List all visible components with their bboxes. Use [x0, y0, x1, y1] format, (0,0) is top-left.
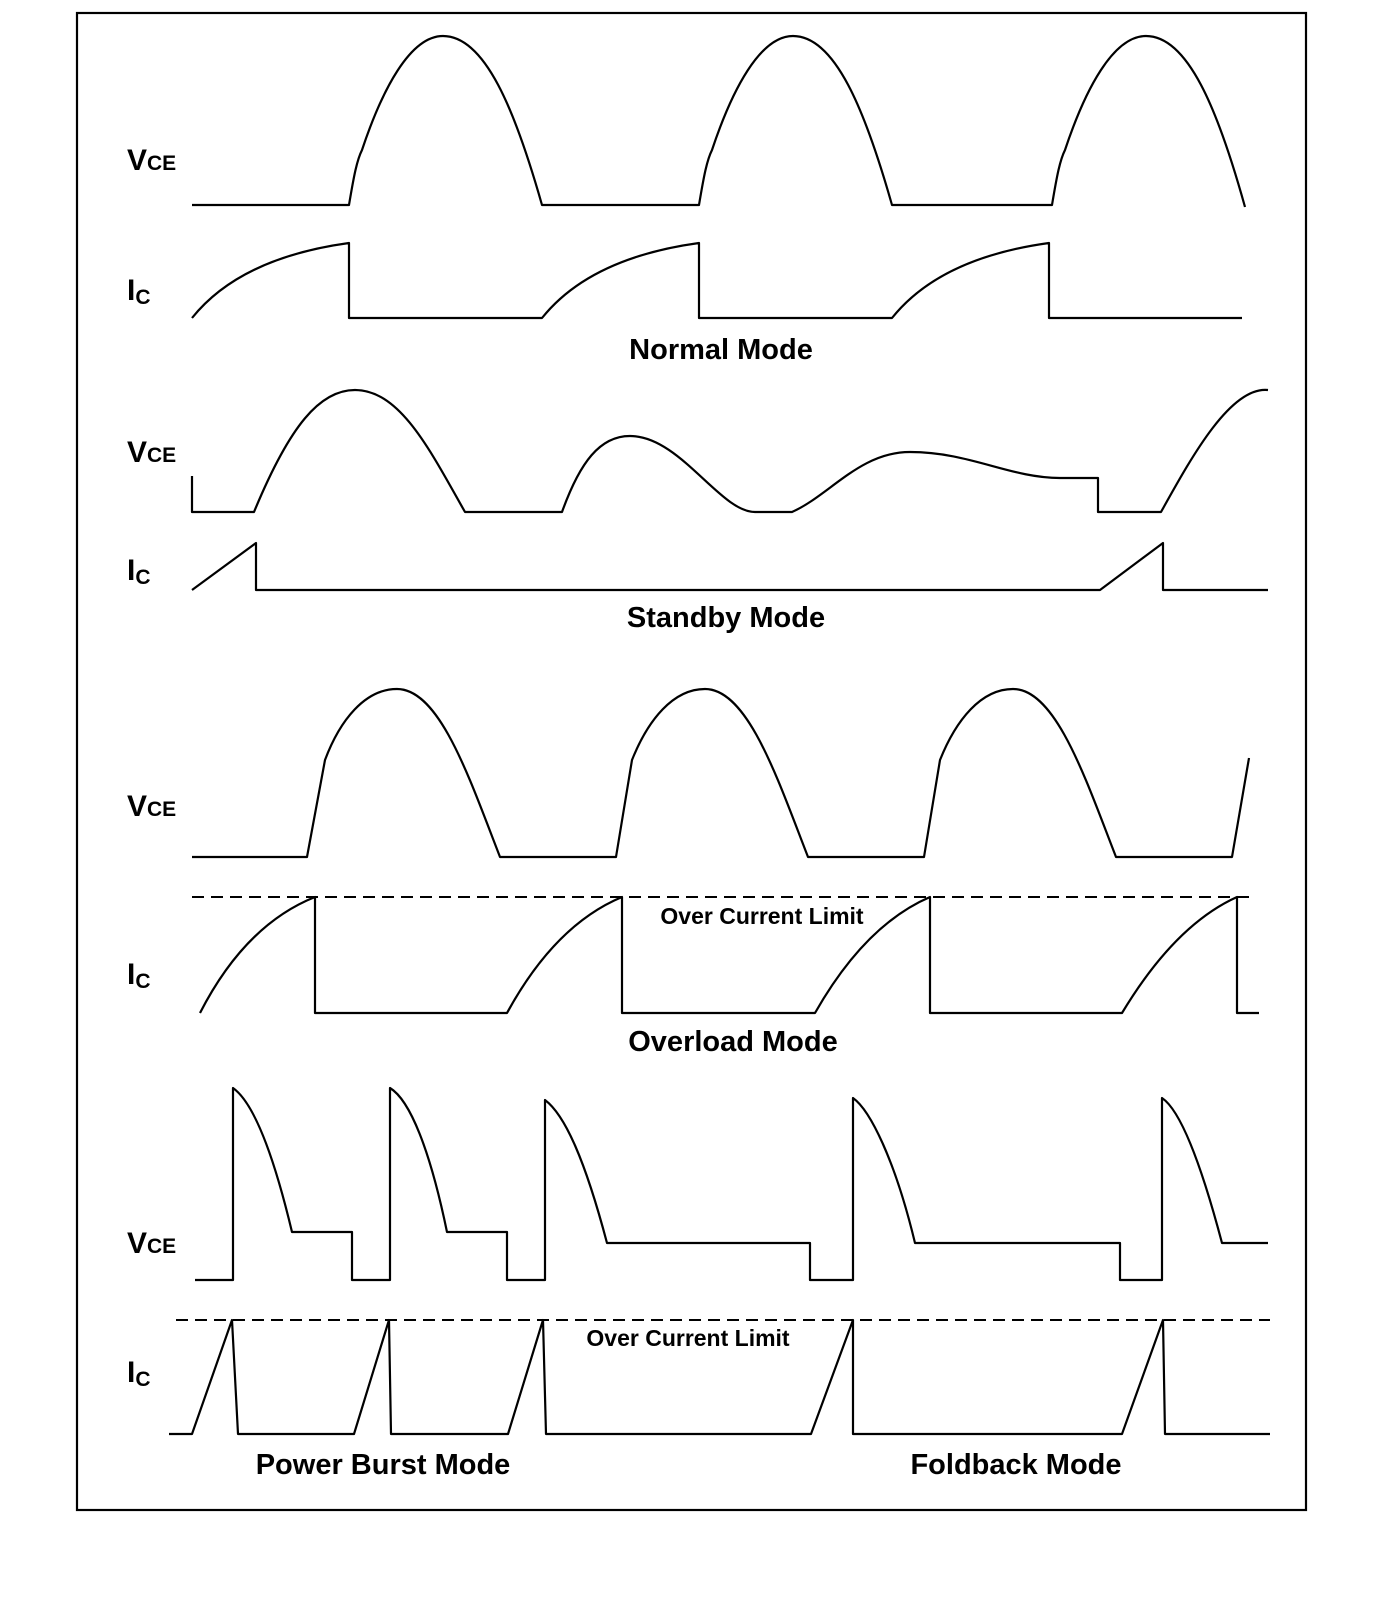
- ic-label: IC: [127, 554, 151, 589]
- vce-label: VCE: [127, 144, 176, 177]
- over-current-limit-label: Over Current Limit: [660, 903, 864, 929]
- overload-mode-label: Overload Mode: [628, 1026, 838, 1058]
- ic-label: IC: [127, 1356, 151, 1391]
- standby-vce-waveform: [190, 388, 1269, 514]
- burst-vce-waveform: [195, 1086, 1268, 1282]
- ic-label: IC: [127, 274, 151, 309]
- burst-ic-waveform: [169, 1318, 1270, 1436]
- normal-vce-waveform: [192, 34, 1247, 208]
- ic-label: IC: [127, 958, 151, 993]
- vce-label: VCE: [127, 1227, 176, 1260]
- normal-mode-label: Normal Mode: [629, 334, 813, 366]
- standby-ic-waveform: [191, 541, 1268, 592]
- standby-mode-label: Standby Mode: [627, 602, 825, 634]
- vce-label: VCE: [127, 790, 176, 823]
- over-current-limit-label: Over Current Limit: [586, 1325, 790, 1351]
- frame-border: [75, 11, 1308, 1512]
- vce-label: VCE: [127, 436, 176, 469]
- power-burst-mode-label: Power Burst Mode: [256, 1449, 511, 1481]
- overload-vce-waveform: [192, 687, 1251, 859]
- foldback-mode-label: Foldback Mode: [910, 1449, 1121, 1481]
- overload-ic-waveform: [199, 895, 1259, 1015]
- normal-ic-waveform: [191, 241, 1242, 320]
